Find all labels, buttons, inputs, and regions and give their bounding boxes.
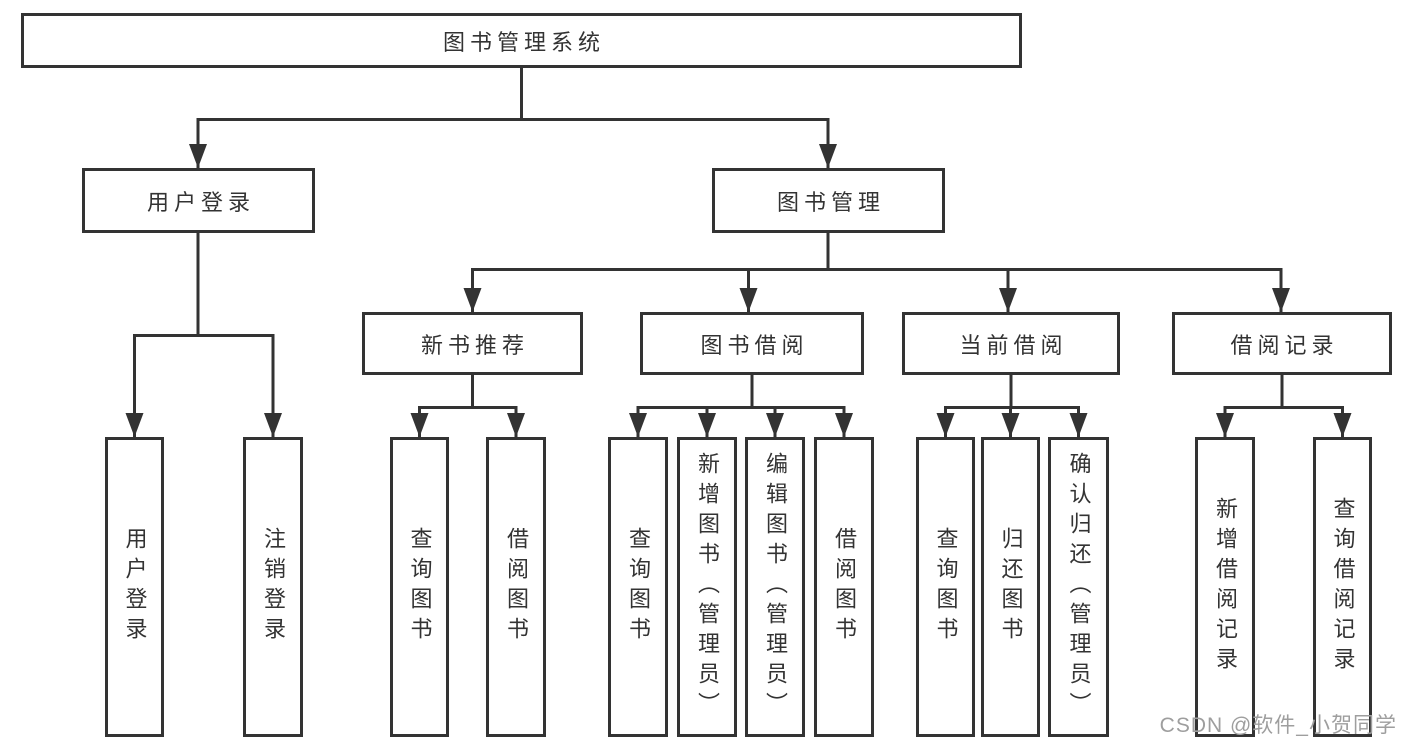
leaf-add-borrow-record: 新增借阅记录 (1195, 437, 1255, 737)
leaf-add-books-admin: 新增图书（管理员） (677, 437, 737, 737)
leaf-query-books-recommend: 查询图书 (390, 437, 449, 737)
leaf-user-login: 用户登录 (105, 437, 164, 737)
node-book-management: 图书管理 (712, 168, 945, 233)
leaf-borrow-books: 借阅图书 (814, 437, 874, 737)
leaf-query-books-current: 查询图书 (916, 437, 975, 737)
leaf-query-borrow-record: 查询借阅记录 (1313, 437, 1372, 737)
leaf-return-books: 归还图书 (981, 437, 1040, 737)
node-book-borrowing: 图书借阅 (640, 312, 864, 375)
node-new-book-recommendation: 新书推荐 (362, 312, 583, 375)
csdn-watermark: CSDN @软件_小贺同学 (1159, 714, 1397, 737)
node-user-login: 用户登录 (82, 168, 315, 233)
leaf-logout: 注销登录 (243, 437, 303, 737)
leaf-confirm-return-admin: 确认归还（管理员） (1048, 437, 1109, 737)
node-library-management-system: 图书管理系统 (21, 13, 1022, 68)
leaf-borrow-books-recommend: 借阅图书 (486, 437, 546, 737)
leaf-query-books-borrowing: 查询图书 (608, 437, 668, 737)
node-current-borrowing: 当前借阅 (902, 312, 1120, 375)
node-borrowing-records: 借阅记录 (1172, 312, 1392, 375)
leaf-edit-books-admin: 编辑图书（管理员） (745, 437, 805, 737)
